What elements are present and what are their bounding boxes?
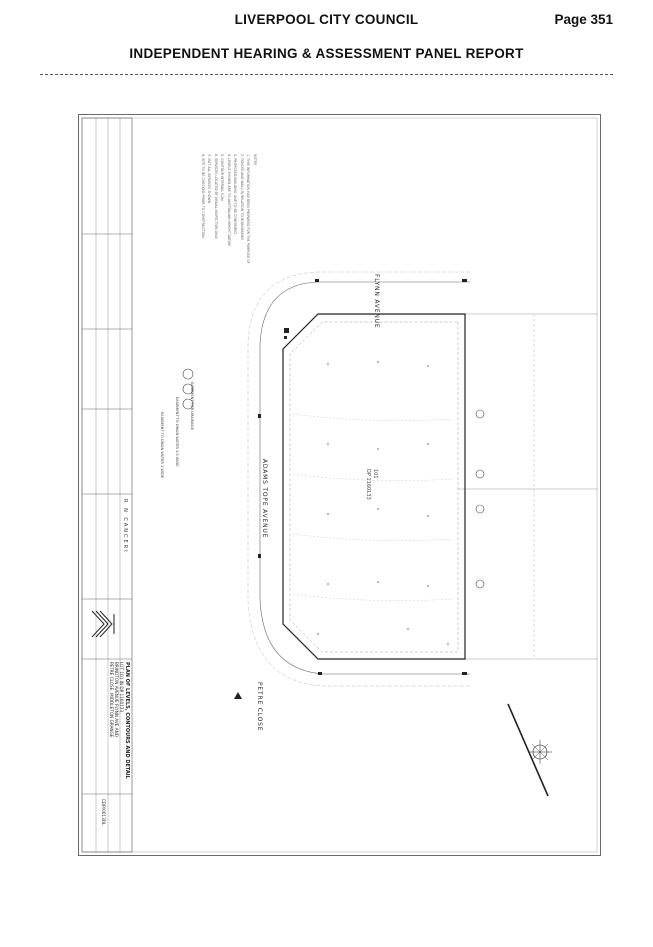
title-block-sheet-title: PLAN OF LEVELS, CONTOURS AND DETAIL <box>124 662 130 779</box>
north-arrow <box>507 703 552 797</box>
benchmark-marker <box>234 692 242 699</box>
page-number: Page 351 <box>554 12 613 27</box>
street-label-flynn: FLYNN AVENUE <box>373 274 380 329</box>
note-line: 4. LEVELS SHOWN ARE TO AUSTRALIAN HEIGHT… <box>227 154 231 246</box>
legend-item: EASEMENT FOR DRAINAGE <box>190 382 194 430</box>
deposited-plan: DP 1160133 <box>365 469 371 500</box>
note-line: NOTES <box>253 154 257 166</box>
survey-plan-drawing <box>78 114 601 856</box>
note-line: 3. PROPOSED BUILDING LINE TO BE CONFIRME… <box>233 154 238 234</box>
lot-number: 101 <box>372 469 378 479</box>
title-block-location: PETRE CLOSE, MIDDLETON GRANGE <box>109 662 114 738</box>
survey-plan-sheet: FLYNN AVENUE ADAMS TOPE AVENUE PETRE CLO… <box>78 114 601 856</box>
council-title: LIVERPOOL CITY COUNCIL <box>234 12 419 27</box>
title-block-location: BRINDTON AVENUE FLYNN AVE AND <box>114 662 119 737</box>
title-block-company: R N CANCERI <box>122 499 128 554</box>
street-label-middle: ADAMS TOPE AVENUE <box>261 459 268 539</box>
report-title: INDEPENDENT HEARING & ASSESSMENT PANEL R… <box>129 46 524 61</box>
note-line: 1. THIS INFORMATION HAS BEEN PREPARED FO… <box>246 154 251 264</box>
title-block-location: LOT 101 IN DP 1160133 <box>119 662 124 713</box>
title-block-drawing-number: CDP/0013DL <box>101 799 106 826</box>
header-divider <box>40 74 613 75</box>
company-logo <box>91 610 115 638</box>
legend-item: EASEMENT TO DRAIN WATER 1.5 WIDE <box>175 397 179 467</box>
street-label-petre: PETRE CLOSE <box>256 682 263 732</box>
legend-item: EASEMENT TO DRAIN WATER 1 WIDE <box>160 412 164 479</box>
note-line: 6. SERVICES LOCATED BY VISUAL INSPECTION… <box>214 154 218 240</box>
note-line: 8. SITE TO BE CHECKED PRIOR TO CONSTRUCT… <box>201 154 205 238</box>
survey-notes: NOTES 1. THIS INFORMATION HAS BEEN PREPA… <box>200 154 259 264</box>
